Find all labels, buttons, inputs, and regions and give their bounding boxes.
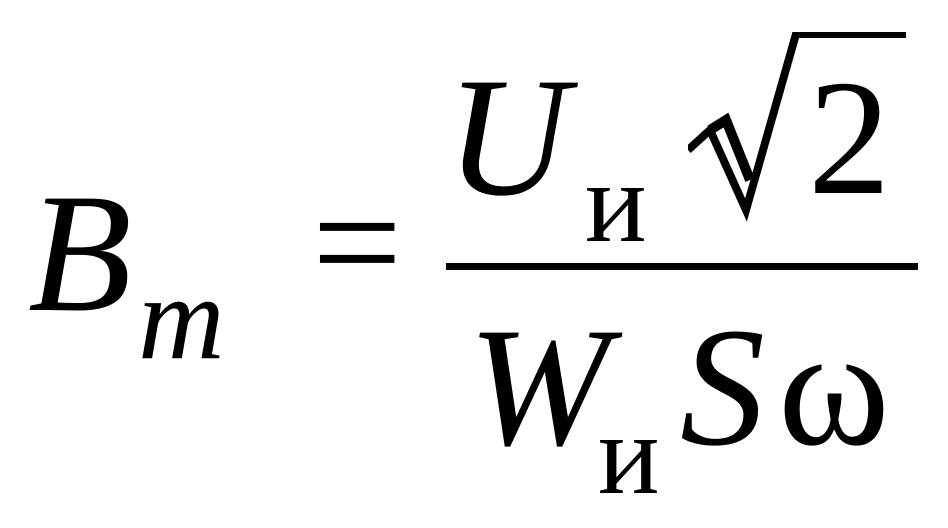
variable-omega: ω <box>778 293 890 481</box>
subscript-i-numerator: и <box>585 139 647 266</box>
fraction-bar <box>446 263 918 270</box>
variable-u: U <box>446 43 569 231</box>
variable-b: B <box>28 159 132 347</box>
subscript-i-denominator: и <box>598 391 660 518</box>
equals-sign: = <box>312 153 403 331</box>
radicand-two: 2 <box>808 46 891 229</box>
square-root-sign <box>688 32 906 222</box>
variable-w: W <box>468 293 610 481</box>
subscript-m: m <box>138 251 225 384</box>
variable-s: S <box>680 293 765 481</box>
